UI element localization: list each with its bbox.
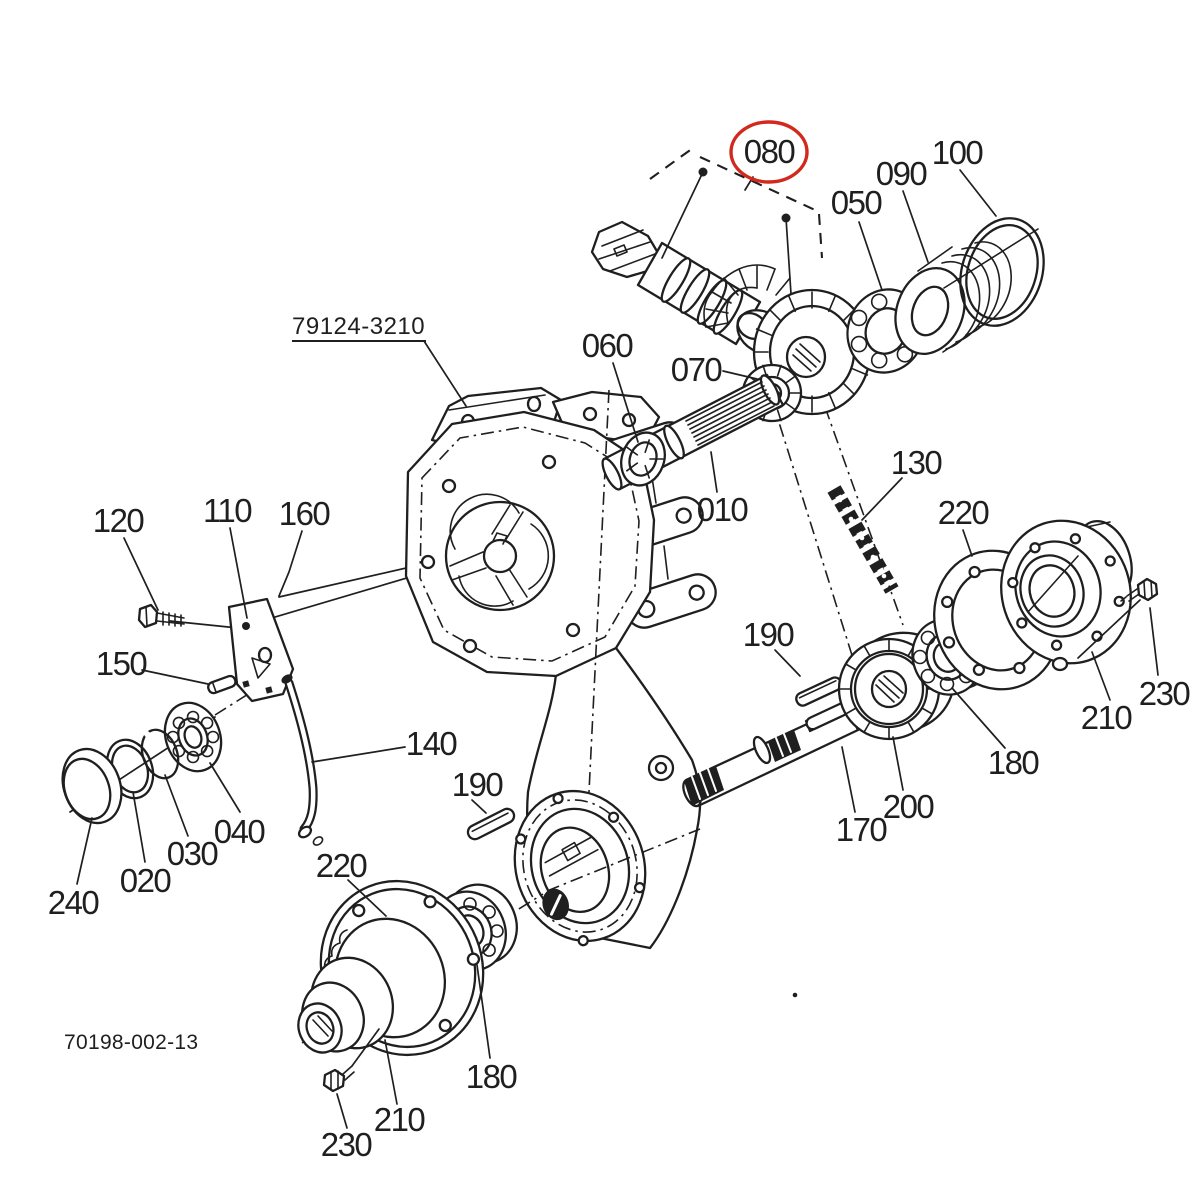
tube-140	[281, 674, 324, 846]
callout-080[interactable]: 080	[744, 133, 797, 170]
callout-190-left[interactable]: 190	[452, 766, 505, 803]
bearing-040	[163, 701, 223, 773]
callout-240[interactable]: 240	[48, 884, 101, 921]
cap-240	[61, 747, 123, 825]
callout-070[interactable]: 070	[671, 351, 724, 388]
pin-150	[207, 674, 237, 695]
collar-060	[620, 431, 666, 487]
callout-080-bracket	[649, 147, 824, 295]
input-pinion-shaft	[590, 220, 791, 355]
callout-160[interactable]: 160	[279, 495, 332, 532]
hub-220-bottom	[297, 879, 485, 1057]
callout-030[interactable]: 030	[167, 835, 220, 872]
stray-dot	[792, 992, 798, 998]
callout-020[interactable]: 020	[120, 862, 173, 899]
callout-060[interactable]: 060	[582, 327, 635, 364]
o-ring-100	[943, 217, 1045, 327]
callout-220-bottom[interactable]: 220	[316, 847, 369, 884]
callout-210-right[interactable]: 210	[1081, 699, 1134, 736]
callout-120[interactable]: 120	[93, 502, 146, 539]
callout-190-right[interactable]: 190	[743, 616, 796, 653]
leader-lines	[76, 169, 1159, 1129]
callout-210-bottom[interactable]: 210	[374, 1101, 427, 1138]
callout-100[interactable]: 100	[932, 134, 985, 171]
bracket-110	[227, 597, 295, 703]
part-reference-number[interactable]: 79124-3210	[292, 313, 425, 340]
callout-220-right[interactable]: 220	[938, 494, 991, 531]
callout-130[interactable]: 130	[891, 444, 944, 481]
callout-230-right[interactable]: 230	[1139, 675, 1192, 712]
callout-040[interactable]: 040	[214, 813, 267, 850]
callout-050[interactable]: 050	[831, 184, 884, 221]
key-190-left	[466, 807, 516, 841]
callout-110[interactable]: 110	[203, 492, 254, 529]
collar-090	[894, 241, 1012, 356]
chain-axis-lines	[771, 399, 904, 669]
callout-140[interactable]: 140	[406, 725, 459, 762]
highlight-circle-080[interactable]	[729, 120, 809, 184]
callout-010[interactable]: 010	[697, 491, 750, 528]
callout-200[interactable]: 200	[883, 788, 936, 825]
bolt-230-right	[1077, 577, 1159, 659]
callout-150[interactable]: 150	[96, 645, 149, 682]
drive-chain-130	[827, 485, 899, 599]
callout-labels: 080 090 100 050 060 070 010 130 220 210 …	[48, 133, 1192, 1163]
bolt-230-bottom	[322, 1028, 380, 1093]
bolt-120	[137, 603, 185, 629]
callout-180-right[interactable]: 180	[988, 744, 1041, 781]
callout-180-bottom[interactable]: 180	[466, 1058, 519, 1095]
callout-230-bottom[interactable]: 230	[321, 1126, 374, 1163]
callout-090[interactable]: 090	[876, 155, 929, 192]
callout-170[interactable]: 170	[836, 811, 889, 848]
cover-210-right	[1000, 519, 1133, 672]
document-number: 70198-002-13	[64, 1031, 198, 1054]
